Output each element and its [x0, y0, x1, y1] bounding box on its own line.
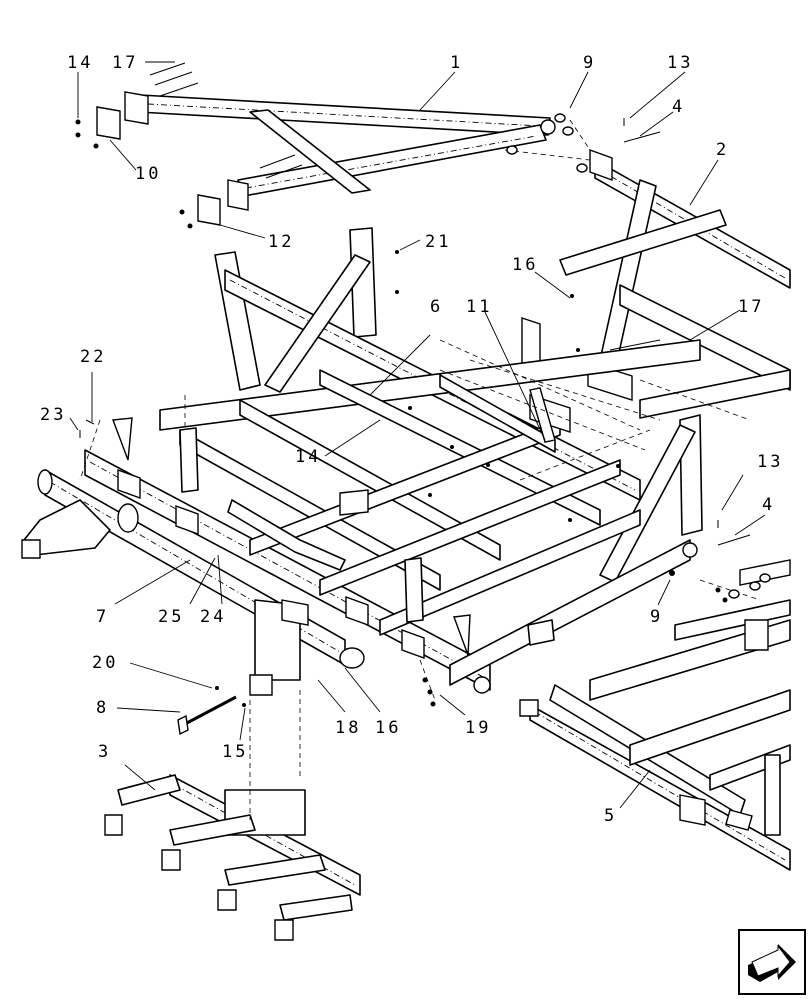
- callout-14: 14: [67, 53, 93, 73]
- callout-10: 10: [135, 164, 161, 184]
- callout-11: 11: [466, 297, 492, 317]
- callout-20: 20: [92, 653, 118, 673]
- part-7-front-tube: [21, 469, 365, 696]
- callout-13: 13: [667, 53, 693, 73]
- callout-14: 14: [295, 447, 321, 467]
- callout-6: 6: [430, 297, 443, 317]
- hardware-dots: [79, 113, 771, 707]
- callout-24: 24: [200, 607, 226, 627]
- callout-4: 4: [762, 495, 775, 515]
- callout-9: 9: [650, 607, 663, 627]
- part-1-hitch-frame: [75, 62, 556, 229]
- callout-12: 12: [268, 232, 294, 252]
- callout-22: 22: [80, 347, 106, 367]
- callout-7: 7: [96, 607, 109, 627]
- callout-16: 16: [375, 718, 401, 738]
- callout-25: 25: [158, 607, 184, 627]
- next-page-arrow-icon[interactable]: [738, 929, 806, 995]
- leader-lines: [69, 61, 766, 809]
- callout-1: 1: [450, 53, 463, 73]
- callout-2: 2: [716, 140, 729, 160]
- part-8-pin: [177, 686, 246, 736]
- callout-18: 18: [335, 718, 361, 738]
- callout-9: 9: [583, 53, 596, 73]
- callout-3: 3: [98, 742, 111, 762]
- callout-23: 23: [40, 405, 66, 425]
- callout-4: 4: [672, 97, 685, 117]
- callout-21: 21: [425, 232, 451, 252]
- callout-15: 15: [222, 742, 248, 762]
- callout-17: 17: [738, 297, 764, 317]
- part-2-wing-frame: [521, 149, 791, 419]
- callout-labels: 1 9 13 4 2 14 17 10 12 21 16 17 11 6 22 …: [40, 53, 783, 826]
- part-3-shank-bar: [104, 774, 361, 941]
- callout-17: 17: [112, 53, 138, 73]
- callout-19: 19: [465, 718, 491, 738]
- part-5-wing-section: [519, 559, 791, 871]
- callout-5: 5: [604, 806, 617, 826]
- callout-13: 13: [757, 452, 783, 472]
- callout-16: 16: [512, 255, 538, 275]
- callout-8: 8: [96, 698, 109, 718]
- part-6-main-frame: [84, 227, 703, 694]
